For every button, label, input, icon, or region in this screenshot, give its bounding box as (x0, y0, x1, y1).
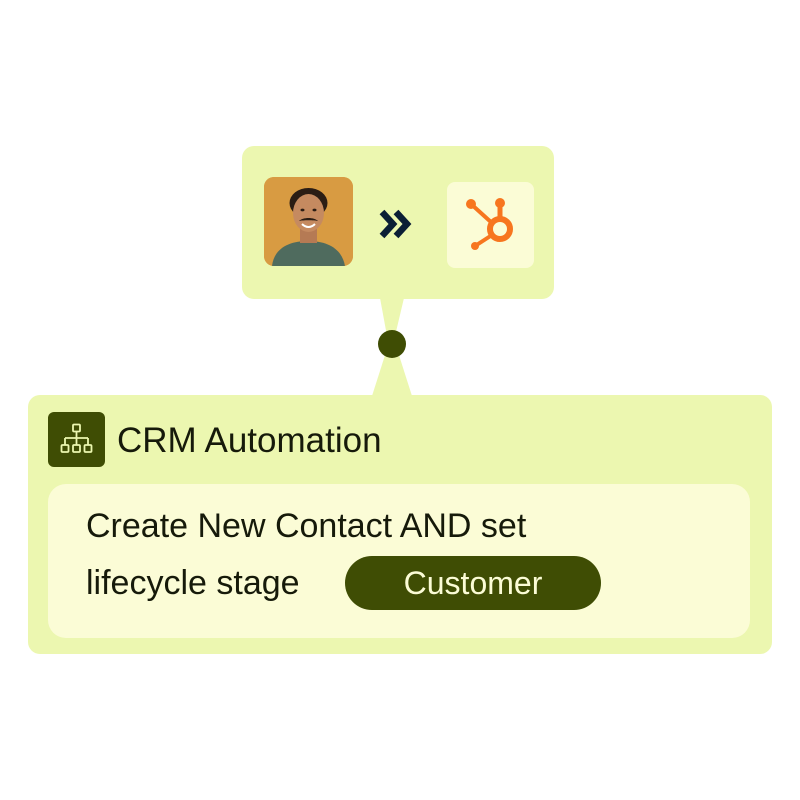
sitemap-icon (48, 412, 105, 467)
connector-node[interactable] (378, 330, 406, 358)
lifecycle-stage-pill[interactable]: Customer (345, 556, 601, 610)
hubspot-icon (466, 198, 513, 250)
flow-connector (372, 298, 412, 396)
action-text-line-2: lifecycle stage (86, 564, 300, 602)
double-chevron-right-icon (379, 209, 412, 239)
action-text-line-1: Create New Contact AND set (86, 507, 527, 545)
automation-title: CRM Automation (117, 421, 382, 460)
hubspot-app-tile (447, 182, 534, 268)
action-description-box: Create New Contact AND set lifecycle sta… (48, 484, 750, 638)
integration-card (242, 146, 554, 299)
user-avatar (264, 177, 353, 266)
automation-card[interactable]: CRM Automation Create New Contact AND se… (28, 395, 772, 654)
